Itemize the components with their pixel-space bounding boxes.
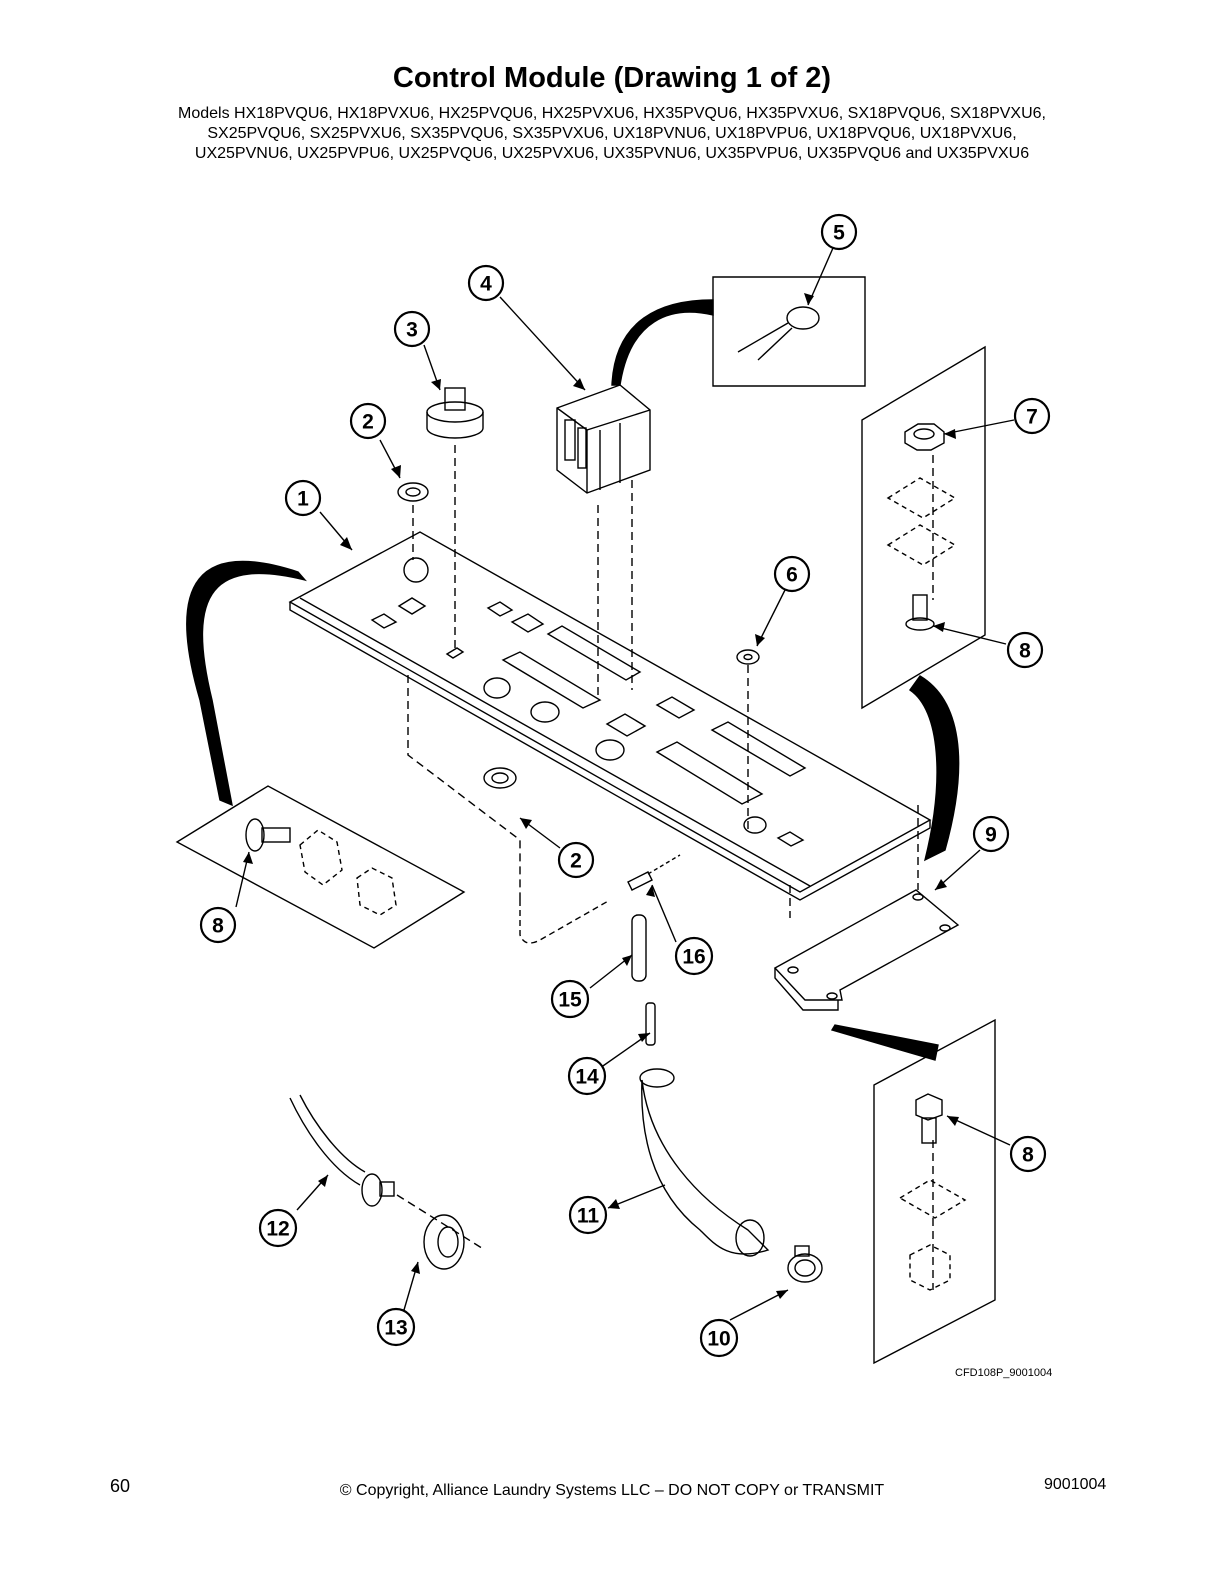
pressure-switch-part [426, 387, 484, 439]
callout-8: 8 [1006, 631, 1044, 669]
small-grommet-part [736, 649, 760, 665]
grommet-part-large [423, 1214, 465, 1270]
control-panel [288, 531, 932, 901]
svg-text:1: 1 [297, 488, 309, 511]
svg-text:9: 9 [985, 824, 997, 847]
callout-10: 10 [699, 1318, 739, 1358]
callout-8: 8 [199, 906, 237, 944]
callout-4: 4 [467, 264, 505, 302]
contactor-part [556, 384, 651, 494]
screw-part-inset-lower [915, 1093, 943, 1144]
callout-5: 5 [820, 213, 858, 251]
svg-text:3: 3 [406, 319, 418, 342]
callout-2: 2 [349, 402, 387, 440]
model-line: SX25PVQU6, SX25PVXU6, SX35PVQU6, SX35PVX… [207, 125, 1017, 142]
thermistor-part [737, 306, 820, 361]
model-line: Models HX18PVQU6, HX18PVXU6, HX25PVQU6, … [178, 105, 1046, 122]
page-title: Control Module (Drawing 1 of 2) [392, 62, 832, 94]
page-number: 60 [110, 1476, 131, 1496]
callout-16: 16 [674, 936, 714, 976]
svg-text:8: 8 [212, 915, 224, 938]
svg-text:15: 15 [558, 989, 582, 1012]
document-number: 9001004 [1044, 1476, 1107, 1493]
callout-6: 6 [773, 555, 811, 593]
svg-text:4: 4 [480, 273, 492, 296]
small-hose-part [631, 914, 647, 982]
callout-13: 13 [376, 1307, 416, 1347]
model-list: Models HX18PVQU6, HX18PVXU6, HX25PVQU6, … [90, 104, 1134, 164]
svg-text:10: 10 [707, 1328, 730, 1351]
svg-text:7: 7 [1026, 406, 1038, 429]
callout-8: 8 [1009, 1135, 1047, 1173]
svg-text:5: 5 [833, 222, 845, 245]
hose-connector-part [645, 1002, 656, 1046]
svg-text:2: 2 [362, 411, 374, 434]
svg-text:11: 11 [577, 1205, 600, 1228]
drain-hose-part [289, 1094, 395, 1207]
callout-2: 2 [557, 841, 595, 879]
copyright-notice: © Copyright, Alliance Laundry Systems LL… [339, 1482, 885, 1499]
svg-text:12: 12 [266, 1218, 289, 1241]
flange-nut-part [904, 423, 945, 451]
connector-band [186, 560, 307, 807]
callout-12: 12 [258, 1208, 298, 1248]
inset-box-upper-right [861, 345, 986, 710]
svg-text:8: 8 [1022, 1144, 1034, 1167]
callout-9: 9 [972, 815, 1010, 853]
screw-part-inset-upper [905, 594, 935, 631]
connector-band [909, 675, 960, 862]
inset-box-thermistor [712, 276, 866, 387]
grommet-part [397, 482, 517, 789]
connector-band [830, 1024, 939, 1061]
svg-text:13: 13 [384, 1317, 407, 1340]
svg-text:8: 8 [1019, 640, 1031, 663]
callout-3: 3 [393, 310, 431, 348]
large-hose-part [639, 1068, 770, 1257]
svg-text:14: 14 [575, 1066, 599, 1089]
callout-14: 14 [567, 1056, 607, 1096]
connector-band [611, 299, 714, 386]
svg-text:16: 16 [682, 946, 705, 969]
drawing-code: CFD108P_9001004 [955, 1367, 1053, 1379]
inset-box-left [175, 785, 466, 949]
callout-leaders [235, 247, 1015, 1321]
inset-box-lower-right [873, 1018, 996, 1365]
hose-clamp-part [787, 1245, 823, 1283]
svg-text:6: 6 [786, 564, 798, 587]
callout-7: 7 [1013, 397, 1051, 435]
model-line: UX25PVNU6, UX25PVPU6, UX25PVQU6, UX25PVX… [194, 145, 1030, 162]
screw-part-inset-left [245, 818, 291, 852]
bracket-part [773, 889, 960, 1011]
svg-text:2: 2 [570, 850, 582, 873]
callout-15: 15 [550, 979, 590, 1019]
callout-1: 1 [284, 479, 322, 517]
fitting-part [627, 854, 681, 891]
callout-11: 11 [568, 1195, 608, 1235]
